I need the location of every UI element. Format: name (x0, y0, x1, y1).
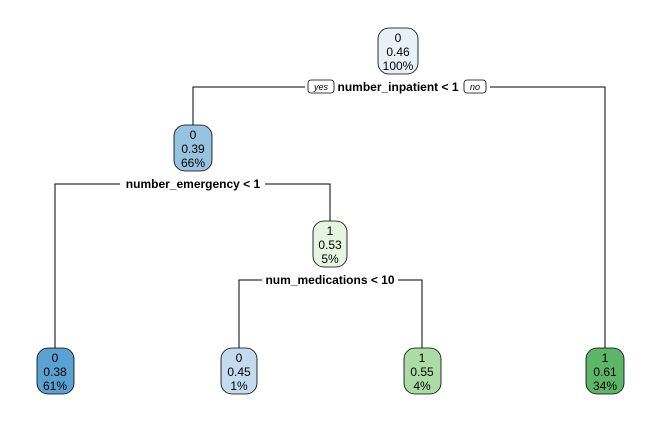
node-leaf2: 0 0.45 1% (220, 347, 258, 395)
node-left1: 0 0.39 66% (173, 124, 213, 172)
node-root: 0 0.46 100% (377, 27, 419, 75)
edge-left1-right1 (265, 183, 331, 221)
no-tag: no (463, 79, 487, 94)
tree-edges (54, 86, 606, 348)
node-leaf2-pct: 1% (230, 379, 248, 393)
edge-left1-leaf1 (54, 183, 120, 348)
node-leaf3-prob: 0.55 (410, 365, 434, 379)
node-leaf1: 0 0.38 61% (36, 347, 75, 395)
node-right1-prob: 0.53 (318, 238, 342, 252)
node-leaf4-prob: 0.61 (593, 365, 617, 379)
edge-root-right (490, 86, 606, 348)
node-leaf2-class: 0 (236, 351, 243, 365)
split-label-root: number_inpatient < 1 (337, 80, 458, 94)
node-right1: 1 0.53 5% (312, 220, 348, 268)
node-leaf1-pct: 61% (43, 379, 67, 393)
split-label-left1: number_emergency < 1 (126, 177, 261, 191)
node-leaf1-prob: 0.38 (43, 365, 67, 379)
node-leaf4-class: 1 (602, 351, 609, 365)
node-leaf3-class: 1 (419, 351, 426, 365)
node-right1-pct: 5% (321, 252, 339, 266)
node-root-class: 0 (395, 31, 402, 45)
node-left1-class: 0 (190, 128, 197, 142)
edge-right1-leaf2 (238, 279, 262, 348)
node-leaf4-pct: 34% (593, 379, 617, 393)
node-leaf3: 1 0.55 4% (403, 347, 442, 395)
node-left1-pct: 66% (181, 156, 205, 170)
node-right1-class: 1 (327, 224, 334, 238)
no-tag-label: no (470, 82, 480, 92)
split-label-right1: num_medications < 10 (265, 273, 394, 287)
node-leaf3-pct: 4% (413, 379, 431, 393)
node-leaf1-class: 0 (52, 351, 59, 365)
yes-tag: yes (307, 79, 335, 94)
edge-right1-leaf3 (398, 279, 423, 348)
node-leaf4: 1 0.61 34% (585, 347, 625, 395)
edge-root-left (192, 86, 305, 125)
node-left1-prob: 0.39 (181, 142, 205, 156)
node-leaf2-prob: 0.45 (227, 365, 251, 379)
node-root-prob: 0.46 (386, 45, 410, 59)
node-root-pct: 100% (383, 59, 414, 73)
yes-tag-label: yes (313, 82, 329, 92)
